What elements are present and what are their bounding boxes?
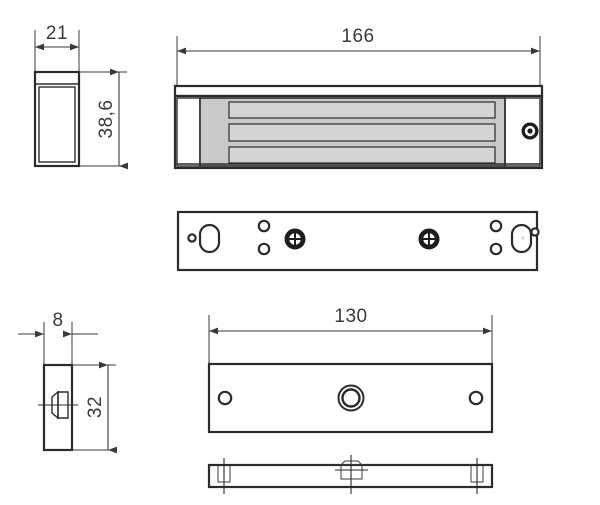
mounting-hole-left-upper [257, 219, 271, 233]
lock-front-slot-3 [228, 146, 496, 164]
mounting-slot-right [510, 223, 533, 254]
plate-hole-right [468, 390, 484, 406]
plate-edge-stud-head [339, 460, 364, 466]
plate-stud-taper [51, 390, 59, 420]
view-lock-side: 21 38,6 [33, 23, 128, 170]
mounting-hole-right-upper [489, 219, 503, 233]
mounting-hole-small-left-outer [187, 233, 197, 243]
view-lock-mounting-face [176, 210, 540, 272]
lock-side-inner-face [38, 86, 76, 163]
mounting-hole-right-lower [489, 242, 503, 256]
led-indicator-core [527, 128, 533, 134]
lock-front-slot-1 [228, 101, 496, 119]
mounting-slot-left [198, 223, 221, 254]
lock-side-outline [33, 70, 81, 168]
plate-side-stud [38, 390, 78, 420]
mounting-screw-left [284, 228, 306, 250]
dim-label-body-length: 166 [341, 26, 374, 47]
plate-boss-inner [341, 388, 361, 408]
mounting-hole-small-right-outer [530, 227, 540, 237]
mounting-face-outline [176, 210, 539, 272]
lock-front-top-cap [173, 84, 544, 98]
plate-hole-left [217, 390, 233, 406]
lock-front-right-end-block [504, 97, 541, 167]
dim-label-plate-length: 130 [334, 306, 367, 327]
plate-edge-left-feature [217, 458, 231, 494]
dim-label-plate-side-width: 8 [52, 310, 63, 331]
view-lock-front: 166 [173, 26, 544, 170]
view-plate-front: 130 [207, 306, 494, 434]
mounting-hole-left-lower [257, 242, 271, 256]
plate-center-boss [337, 384, 365, 412]
dim-label-side-width: 21 [46, 23, 68, 44]
plate-edge-right-u-shape [470, 465, 484, 483]
view-plate-edge [207, 455, 494, 494]
plate-edge-right-feature [470, 458, 484, 494]
mounting-screw-right [418, 228, 440, 250]
plate-edge-center-stud [335, 455, 368, 494]
plate-edge-left-u-shape [217, 465, 231, 483]
view-plate-side: 8 32 [18, 310, 117, 454]
dim-label-side-height: 38,6 [96, 100, 117, 139]
lock-front-slot-2 [228, 123, 496, 142]
led-indicator [521, 122, 539, 140]
dim-label-plate-side-height: 32 [85, 396, 106, 418]
